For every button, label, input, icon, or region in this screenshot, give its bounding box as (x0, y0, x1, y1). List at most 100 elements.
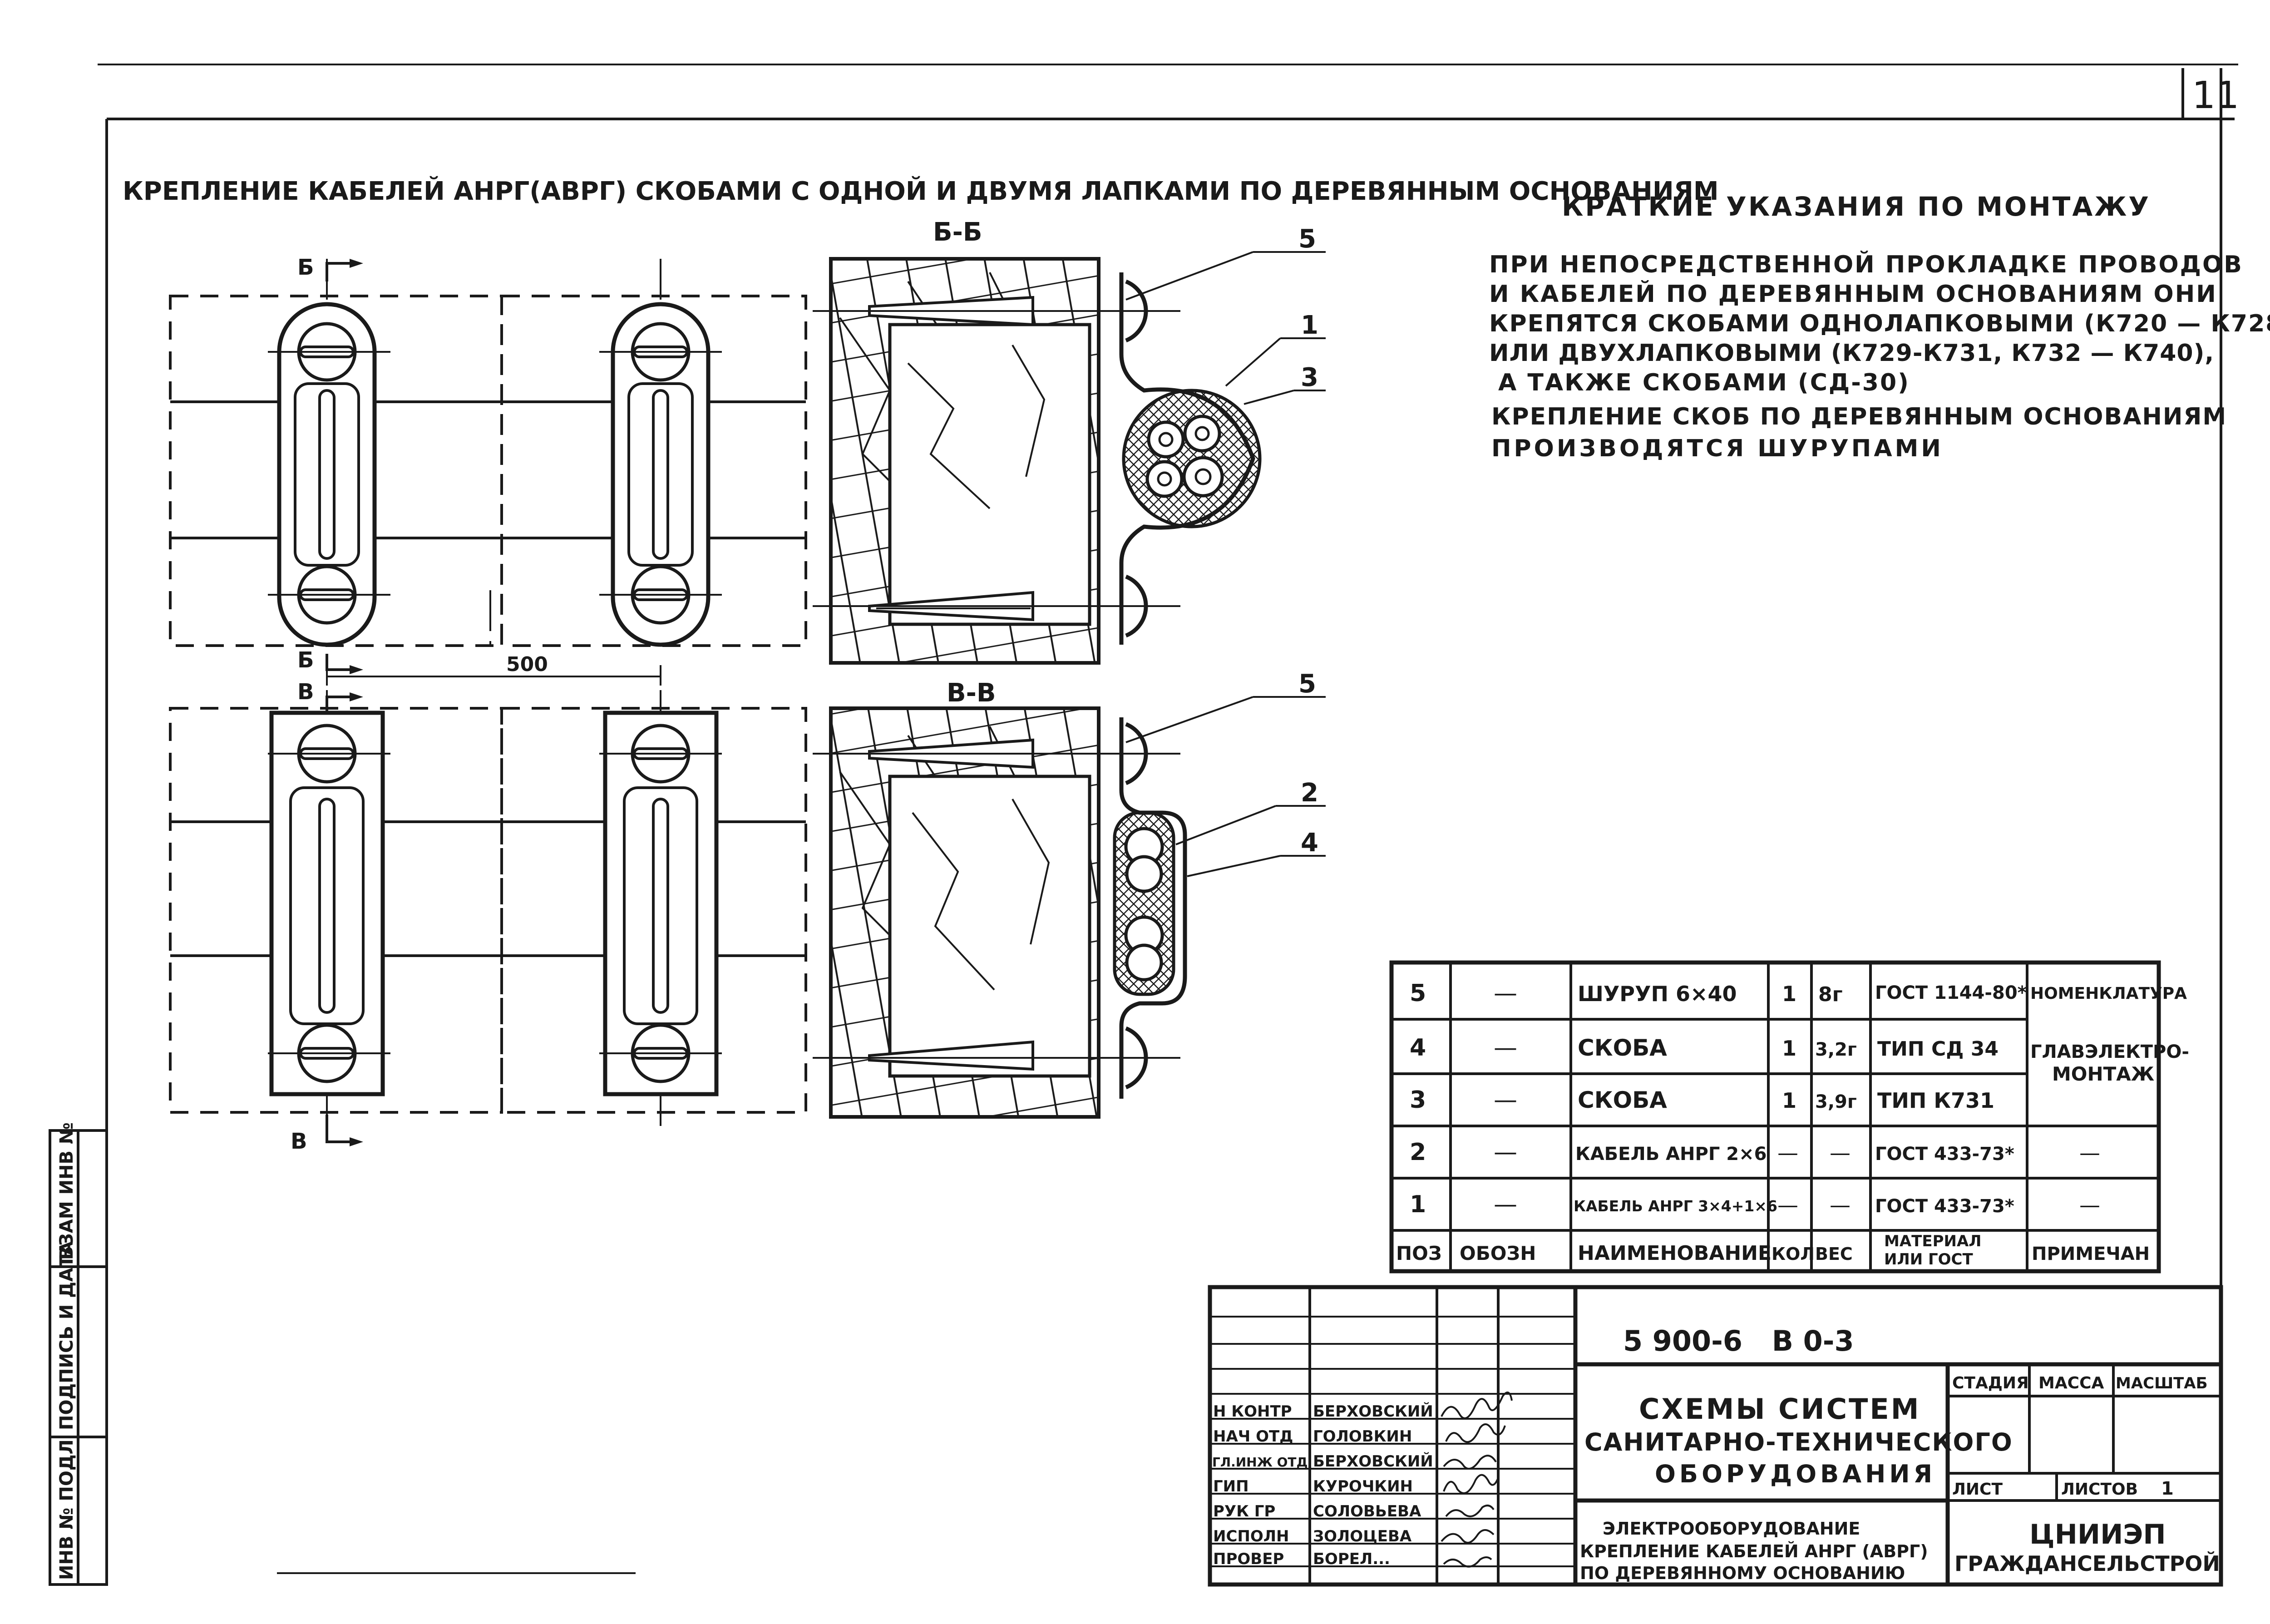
spec-note: — (2079, 1193, 2100, 1217)
spec-pos: 4 (1410, 1034, 1426, 1061)
spec-pos: 3 (1410, 1086, 1426, 1114)
title-block: Н КОНТР БЕРХОВСКИЙ НАЧ ОТД ГОЛОВКИН ГЛ.И… (1208, 1285, 2223, 1587)
section-bb-label: Б-Б (933, 217, 982, 247)
tb-sheet-label: ЛИСТ (1952, 1480, 2003, 1499)
spec-header-note: ПРИМЕЧАН (2032, 1244, 2150, 1264)
spec-header-qty: КОЛ (1772, 1244, 1815, 1264)
tb-title-line: ОБОРУДОВАНИЯ (1655, 1460, 1936, 1488)
notes-line: КРЕПЯТСЯ СКОБАМИ ОДНОЛАПКОВЫМИ (К720 — К… (1489, 310, 2270, 337)
spec-des: — (1494, 1086, 1517, 1114)
tb-role: ИСПОЛН (1213, 1527, 1289, 1545)
spec-std: ТИП К731 (1877, 1088, 1994, 1113)
tb-scale-label: МАСШТАБ (2116, 1374, 2208, 1392)
spec-weight: 8г (1818, 983, 1843, 1006)
spec-header-std: ИЛИ ГОСТ (1884, 1250, 1974, 1269)
stamp-inv-original: ИНВ № ПОДЛ (56, 1439, 77, 1580)
tb-role: ГИП (1213, 1477, 1249, 1496)
tb-title-line: САНИТАРНО-ТЕХНИЧЕСКОГО (1584, 1428, 2013, 1456)
tb-person: ЗОЛОЦЕВА (1313, 1527, 1412, 1545)
spec-name: СКОБА (1578, 1087, 1667, 1113)
section-mark-b-top: Б (297, 255, 314, 280)
notes-line: ПРОИЗВОДЯТСЯ ШУРУПАМИ (1491, 435, 1944, 462)
spec-des: — (1494, 1139, 1517, 1166)
spec-std: ГОСТ 433-73* (1875, 1144, 2014, 1165)
tb-subtitle-line: ПО ДЕРЕВЯННОМУ ОСНОВАНИЮ (1580, 1563, 1905, 1583)
tb-role: ПРОВЕР (1213, 1550, 1284, 1568)
section-mark-v-bottom: В (291, 1129, 307, 1154)
notes-line: ИЛИ ДВУХЛАПКОВЫМИ (К729-К731, К732 — К74… (1489, 340, 2214, 367)
tb-document-code: 5 900-6 В 0-3 (1623, 1324, 1854, 1357)
tb-person: СОЛОВЬЕВА (1313, 1502, 1421, 1520)
specification-table: 5 — ШУРУП 6×40 1 8г ГОСТ 1144-80* НОМЕНК… (1389, 960, 2189, 1274)
tb-person: БЕРХОВСКИЙ (1313, 1452, 1433, 1471)
tb-subtitle-line: ЭЛЕКТРООБОРУДОВАНИЕ (1603, 1519, 1860, 1539)
tb-role: РУК ГР (1213, 1502, 1275, 1520)
tb-role: НАЧ ОТД (1213, 1427, 1293, 1446)
tb-organization: ЦНИИЭП (2029, 1519, 2166, 1550)
spec-pos: 1 (1410, 1191, 1426, 1218)
spec-header-std: МАТЕРИАЛ (1884, 1232, 1982, 1250)
tb-person: ГОЛОВКИН (1313, 1427, 1412, 1446)
spec-des: — (1494, 980, 1517, 1007)
spec-note: ГЛАВЭЛЕКТРО- (2030, 1042, 2189, 1062)
spec-name: ШУРУП 6×40 (1578, 982, 1737, 1006)
callout-5-top: 5 (1298, 224, 1316, 254)
spec-qty: 1 (1782, 1036, 1796, 1061)
spec-header-des: ОБОЗН (1460, 1242, 1536, 1264)
notes-line: И КАБЕЛЕЙ ПО ДЕРЕВЯННЫМ ОСНОВАНИЯМ ОНИ (1489, 280, 2217, 308)
tb-sheets-label: ЛИСТОВ (2061, 1480, 2138, 1499)
callout-4: 4 (1301, 828, 1318, 858)
spec-header-weight: ВЕС (1815, 1244, 1853, 1264)
spec-name: КАБЕЛЬ АНРГ 3×4+1×6 (1574, 1197, 1777, 1215)
callout-2: 2 (1301, 778, 1318, 808)
page-number: 11 (2192, 74, 2239, 117)
tb-role: ГЛ.ИНЖ ОТД (1212, 1455, 1308, 1470)
notes-line: КРЕПЛЕНИЕ СКОБ ПО ДЕРЕВЯННЫМ ОСНОВАНИЯМ (1491, 403, 2227, 430)
section-mark-b-bottom: Б (297, 647, 314, 673)
tb-mass-label: МАССА (2038, 1374, 2104, 1392)
callout-3: 3 (1301, 363, 1318, 392)
spec-weight: 3,2г (1815, 1039, 1857, 1060)
plan-view-single-lug: Б Б (169, 255, 807, 674)
spec-pos: 5 (1410, 980, 1426, 1007)
spec-std: ТИП СД 34 (1877, 1037, 1999, 1061)
tb-subtitle-line: КРЕПЛЕНИЕ КАБЕЛЕЙ АНРГ (АВРГ) (1580, 1541, 1928, 1561)
spec-std: ГОСТ 1144-80* (1875, 982, 2027, 1003)
spec-qty: — (1777, 1193, 1798, 1217)
cable-anrg-4core (1122, 389, 1262, 528)
dimension-label: 500 (506, 653, 548, 676)
plan-view-double-lug: В В (169, 679, 807, 1154)
spec-header-pos: ПОЗ (1396, 1242, 1442, 1264)
tb-person: КУРОЧКИН (1313, 1477, 1413, 1496)
tb-person: БОРЕЛ... (1313, 1550, 1390, 1568)
section-vv-label: В-В (947, 678, 996, 708)
spec-note: — (2079, 1140, 2100, 1165)
section-bb: Б-Б 5 1 3 (813, 217, 1326, 665)
main-title: КРЕПЛЕНИЕ КАБЕЛЕЙ АНРГ(АВРГ) СКОБАМИ С О… (123, 176, 1719, 206)
stamp-vzam-inv: ВЗАМ ИНВ № (56, 1122, 77, 1260)
spec-pos: 2 (1410, 1139, 1426, 1166)
tb-sheets-value: 1 (2161, 1478, 2174, 1499)
notes-heading: КРАТКИЕ УКАЗАНИЯ ПО МОНТАЖУ (1562, 191, 2151, 222)
tb-organization: ГРАЖДАНСЕЛЬСТРОЙ (1954, 1551, 2220, 1576)
spec-name: СКОБА (1578, 1035, 1667, 1061)
tb-role: Н КОНТР (1213, 1402, 1292, 1421)
callout-1: 1 (1301, 311, 1318, 340)
spec-weight: 3,9г (1815, 1091, 1857, 1112)
callout-5-bottom: 5 (1298, 669, 1316, 699)
installation-notes: КРАТКИЕ УКАЗАНИЯ ПО МОНТАЖУ ПРИ НЕПОСРЕД… (1489, 191, 2270, 462)
tb-person: БЕРХОВСКИЙ (1313, 1402, 1433, 1421)
side-stamp: ВЗАМ ИНВ № ПОДПИСЬ И ДАТА ИНВ № ПОДЛ (49, 1122, 108, 1586)
spec-des: — (1494, 1034, 1517, 1061)
dimension-500: 500 (326, 653, 661, 686)
notes-line: А ТАКЖЕ СКОБАМИ (СД-30) (1498, 369, 1910, 396)
stamp-signature-date: ПОДПИСЬ И ДАТА (56, 1241, 77, 1430)
spec-qty: 1 (1782, 982, 1796, 1006)
spec-qty: 1 (1782, 1088, 1796, 1113)
section-vv: В-В 5 2 4 (813, 669, 1326, 1119)
section-mark-v-top: В (297, 679, 314, 705)
spec-des: — (1494, 1191, 1517, 1218)
spec-weight: — (1830, 1140, 1851, 1165)
spec-weight: — (1830, 1193, 1851, 1217)
